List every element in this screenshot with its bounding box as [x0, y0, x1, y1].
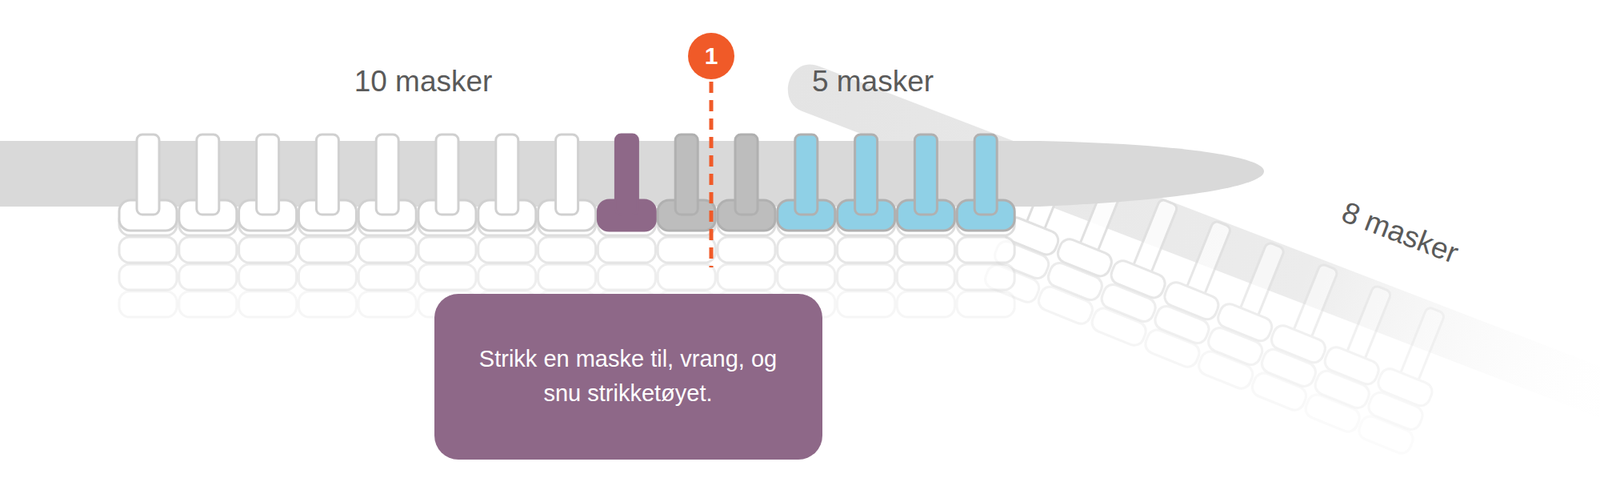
fabric-stitch [837, 236, 896, 263]
stitch-leg [556, 134, 579, 215]
fabric-stitch [717, 264, 776, 290]
stitch-loop [657, 134, 716, 231]
stitch-leg [196, 134, 220, 215]
fabric-stitch [1356, 412, 1416, 456]
stitch-leg [376, 134, 399, 215]
fabric-stitch [119, 236, 177, 263]
stitch-leg [1292, 263, 1339, 341]
fabric-stitch [358, 264, 416, 290]
stitch-leg [615, 134, 638, 215]
fabric-stitch [837, 291, 896, 317]
fabric-stitch [956, 264, 1015, 290]
stitch-leg [436, 134, 459, 215]
stitch-leg [1238, 241, 1285, 320]
stitch-loop [478, 134, 536, 231]
fabric-stitch [1089, 305, 1149, 348]
stitch-leg [1132, 198, 1179, 276]
fabric-stitch [119, 291, 177, 317]
fabric-stitch [538, 264, 596, 290]
fabric-stitch [896, 291, 955, 317]
fabric-stitch [239, 291, 297, 317]
fabric-stitch [717, 236, 776, 263]
fabric-stitch [239, 236, 297, 263]
stitch-leg [675, 134, 698, 215]
stitch-loop [717, 134, 776, 231]
needle-body [780, 58, 1600, 432]
fabric-stitch [179, 291, 237, 317]
fabric-stitch [597, 264, 656, 290]
stitch-loop [777, 134, 836, 231]
stitch-leg [855, 134, 878, 215]
stitch-leg [795, 134, 818, 215]
stitch-count: 10 masker [354, 64, 493, 99]
fabric-stitch [657, 236, 716, 263]
fabric-stitch [1036, 284, 1096, 327]
callout-circle [688, 32, 735, 80]
fabric-stitch [298, 236, 356, 263]
stitch-loop [358, 134, 416, 231]
fabric-stitch [358, 291, 416, 317]
fabric-stitch [298, 264, 356, 290]
stitch-loop [597, 134, 656, 231]
instruction-box: Strikk en maske til, vrang, og snu strik… [434, 293, 823, 460]
stitch-leg [1185, 220, 1232, 298]
fabric-stitch [777, 264, 836, 290]
stitch-leg [1345, 284, 1392, 363]
stitch-loop [837, 134, 896, 231]
fabric-stitch [179, 264, 237, 290]
second-needle [780, 58, 1600, 432]
stitch-loop [896, 134, 955, 231]
stitch-loop [418, 134, 476, 231]
fabric-stitch [777, 236, 836, 263]
stitch-count: 5 masker [812, 64, 934, 99]
fabric-stitch [298, 291, 356, 317]
fabric-stitch [896, 236, 955, 263]
fabric-stitch [896, 264, 955, 290]
fabric-stitch [478, 236, 536, 263]
stitch-leg [974, 134, 997, 215]
dashed-marker [709, 81, 714, 268]
stitch-leg [914, 134, 937, 215]
stitch-leg [316, 134, 339, 215]
stitch-loop [956, 134, 1015, 231]
fabric-stitch [1196, 348, 1256, 391]
fabric-stitch [418, 264, 476, 290]
fabric-stitch [657, 264, 716, 290]
fabric-stitch [837, 264, 896, 290]
stitch-loop [119, 134, 177, 231]
fabric-stitch [1142, 326, 1202, 369]
fabric-stitch [478, 264, 536, 290]
fabric-stitch [1303, 391, 1363, 434]
fabric-stitch [358, 236, 416, 263]
stitch-loop [179, 134, 237, 231]
stitch-leg [735, 134, 758, 215]
stitch-leg [256, 134, 280, 215]
stitch-leg [1399, 306, 1446, 384]
fabric-stitch [956, 291, 1015, 317]
fabric-stitch [956, 236, 1015, 263]
callout-number: 1 [704, 42, 719, 70]
fabric-stitch [597, 236, 656, 263]
stitch-loop [298, 134, 356, 231]
fabric-stitch [239, 264, 297, 290]
turned-stitch [1356, 300, 1462, 456]
stitch-loop [239, 134, 297, 231]
fabric-stitch [179, 236, 237, 263]
fabric-stitch [418, 236, 476, 263]
stitch-loop [538, 134, 596, 231]
instruction-text: Strikk en maske til, vrang, og snu strik… [468, 341, 788, 411]
fabric-stitch [538, 236, 596, 263]
stitch-leg [496, 134, 519, 215]
stitch-count: 8 masker [1336, 195, 1463, 271]
needle-stitches [119, 134, 1015, 231]
fabric-stitch [119, 264, 177, 290]
fabric-stitch [1249, 369, 1309, 412]
stitch-leg [136, 134, 160, 215]
